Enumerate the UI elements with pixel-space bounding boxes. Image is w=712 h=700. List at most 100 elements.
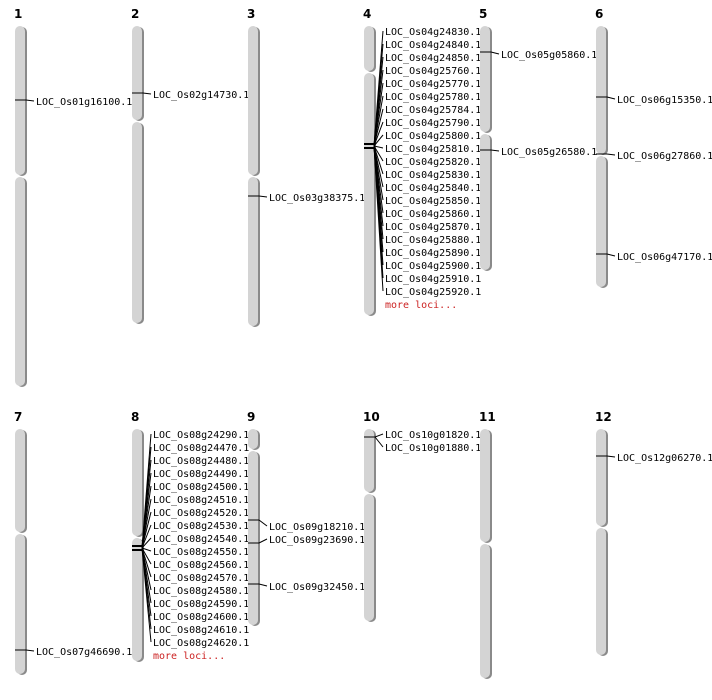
locus-label[interactable]: LOC_Os04g24840.1 <box>385 40 481 51</box>
chromosome-p-arm[interactable] <box>132 26 142 120</box>
chromosome-q-arm[interactable] <box>596 528 606 655</box>
chromosome-q-arm[interactable] <box>364 494 374 621</box>
chromosome-q-arm[interactable] <box>248 451 258 625</box>
chromosome-number: 10 <box>363 410 380 424</box>
locus-label[interactable]: LOC_Os04g25780.1 <box>385 92 481 103</box>
locus-label[interactable]: LOC_Os09g18210.1 <box>269 522 365 533</box>
locus-label[interactable]: LOC_Os09g32450.1 <box>269 582 365 593</box>
locus-connector <box>606 455 616 458</box>
locus-label[interactable]: LOC_Os08g24550.1 <box>153 547 249 558</box>
chromosome-p-arm[interactable] <box>480 26 490 132</box>
chromosome-p-arm[interactable] <box>480 429 490 542</box>
chromosome-4: 4LOC_Os04g24830.1LOC_Os04g24840.1LOC_Os0… <box>363 7 481 316</box>
locus-label[interactable]: LOC_Os04g25890.1 <box>385 248 481 259</box>
chromosome-number: 6 <box>595 7 603 21</box>
locus-label[interactable]: LOC_Os04g25910.1 <box>385 274 481 285</box>
locus-label[interactable]: LOC_Os08g24590.1 <box>153 599 249 610</box>
chromosome-q-arm[interactable] <box>15 534 25 674</box>
chromosome-number: 3 <box>247 7 255 21</box>
locus-label[interactable]: LOC_Os04g25820.1 <box>385 157 481 168</box>
locus-label[interactable]: LOC_Os04g25850.1 <box>385 196 481 207</box>
chromosome-6: 6LOC_Os06g15350.1LOC_Os06g27860.1LOC_Os0… <box>595 7 712 288</box>
locus-label[interactable]: LOC_Os08g24570.1 <box>153 573 249 584</box>
chromosome-p-arm[interactable] <box>364 26 374 71</box>
locus-label[interactable]: LOC_Os08g24530.1 <box>153 521 249 532</box>
locus-label[interactable]: LOC_Os04g24850.1 <box>385 53 481 64</box>
chromosome-9: 9LOC_Os09g18210.1LOC_Os09g23690.1LOC_Os0… <box>247 410 365 626</box>
chromosome-p-arm[interactable] <box>248 429 258 449</box>
locus-label[interactable]: LOC_Os04g25784.1 <box>385 105 481 116</box>
chromosome-q-arm[interactable] <box>480 134 490 270</box>
locus-label[interactable]: LOC_Os09g23690.1 <box>269 535 365 546</box>
locus-label[interactable]: LOC_Os04g25800.1 <box>385 131 481 142</box>
locus-label[interactable]: LOC_Os06g47170.1 <box>617 252 712 263</box>
locus-label[interactable]: LOC_Os10g01880.1 <box>385 443 481 454</box>
locus-label[interactable]: LOC_Os08g24610.1 <box>153 625 249 636</box>
chromosome-q-arm[interactable] <box>248 177 258 326</box>
locus-label[interactable]: LOC_Os08g24620.1 <box>153 638 249 649</box>
more-loci-link[interactable]: more loci... <box>385 300 457 311</box>
locus-label[interactable]: LOC_Os08g24540.1 <box>153 534 249 545</box>
locus-label[interactable]: LOC_Os04g25920.1 <box>385 287 481 298</box>
chromosome-p-arm[interactable] <box>596 26 606 154</box>
chromosome-p-arm[interactable] <box>364 429 374 492</box>
locus-label[interactable]: LOC_Os05g26580.1 <box>501 147 597 158</box>
locus-label[interactable]: LOC_Os12g06270.1 <box>617 453 712 464</box>
chromosome-q-arm[interactable] <box>480 544 490 678</box>
locus-label[interactable]: LOC_Os08g24600.1 <box>153 612 249 623</box>
locus-label[interactable]: LOC_Os05g05860.1 <box>501 50 597 61</box>
chromosome-q-arm[interactable] <box>596 156 606 287</box>
locus-label[interactable]: LOC_Os04g25870.1 <box>385 222 481 233</box>
locus-label[interactable]: LOC_Os08g24520.1 <box>153 508 249 519</box>
locus-label[interactable]: LOC_Os08g24480.1 <box>153 456 249 467</box>
locus-label[interactable]: LOC_Os08g24510.1 <box>153 495 249 506</box>
chromosome-q-arm[interactable] <box>132 538 142 661</box>
locus-label[interactable]: LOC_Os08g24470.1 <box>153 443 249 454</box>
chromosome-q-arm[interactable] <box>132 122 142 323</box>
locus-label[interactable]: LOC_Os04g25840.1 <box>385 183 481 194</box>
locus-connector <box>25 99 35 102</box>
chromosome-p-arm[interactable] <box>596 429 606 526</box>
chromosome-p-arm[interactable] <box>15 429 25 532</box>
locus-label[interactable]: LOC_Os10g01820.1 <box>385 430 481 441</box>
chromosome-8: 8LOC_Os08g24290.1LOC_Os08g24470.1LOC_Os0… <box>131 410 249 662</box>
locus-label[interactable]: LOC_Os08g24490.1 <box>153 469 249 480</box>
locus-label[interactable]: LOC_Os08g24500.1 <box>153 482 249 493</box>
locus-label[interactable]: LOC_Os04g25900.1 <box>385 261 481 272</box>
more-loci-link[interactable]: more loci... <box>153 651 225 662</box>
locus-label[interactable]: LOC_Os08g24290.1 <box>153 430 249 441</box>
chromosome-p-arm[interactable] <box>132 429 142 536</box>
chromosome-q-arm[interactable] <box>15 177 25 386</box>
locus-connector <box>141 511 152 549</box>
locus-connector <box>258 583 268 587</box>
chromosome-p-arm[interactable] <box>248 26 258 175</box>
chromosome-number: 8 <box>131 410 139 424</box>
locus-label[interactable]: LOC_Os04g25860.1 <box>385 209 481 220</box>
locus-label[interactable]: LOC_Os02g14730.1 <box>153 90 249 101</box>
locus-label[interactable]: LOC_Os04g25880.1 <box>385 235 481 246</box>
locus-label[interactable]: LOC_Os04g24830.1 <box>385 27 481 38</box>
locus-label[interactable]: LOC_Os04g25760.1 <box>385 66 481 77</box>
locus-label[interactable]: LOC_Os04g25830.1 <box>385 170 481 181</box>
locus-label[interactable]: LOC_Os04g25770.1 <box>385 79 481 90</box>
locus-label[interactable]: LOC_Os06g15350.1 <box>617 95 712 106</box>
locus-connector <box>606 253 616 257</box>
locus-label[interactable]: LOC_Os01g16100.1 <box>36 97 132 108</box>
locus-label[interactable]: LOC_Os08g24560.1 <box>153 560 249 571</box>
locus-connector <box>373 145 384 292</box>
locus-label[interactable]: LOC_Os08g24580.1 <box>153 586 249 597</box>
locus-label[interactable]: LOC_Os04g25810.1 <box>385 144 481 155</box>
locus-connector <box>258 519 268 527</box>
locus-label[interactable]: LOC_Os04g25790.1 <box>385 118 481 129</box>
locus-label[interactable]: LOC_Os03g38375.1 <box>269 193 365 204</box>
chromosome-q-arm[interactable] <box>364 73 374 315</box>
locus-connector <box>606 153 616 156</box>
locus-label[interactable]: LOC_Os07g46690.1 <box>36 647 132 658</box>
locus-connector <box>374 433 384 438</box>
locus-label[interactable]: LOC_Os06g27860.1 <box>617 151 712 162</box>
